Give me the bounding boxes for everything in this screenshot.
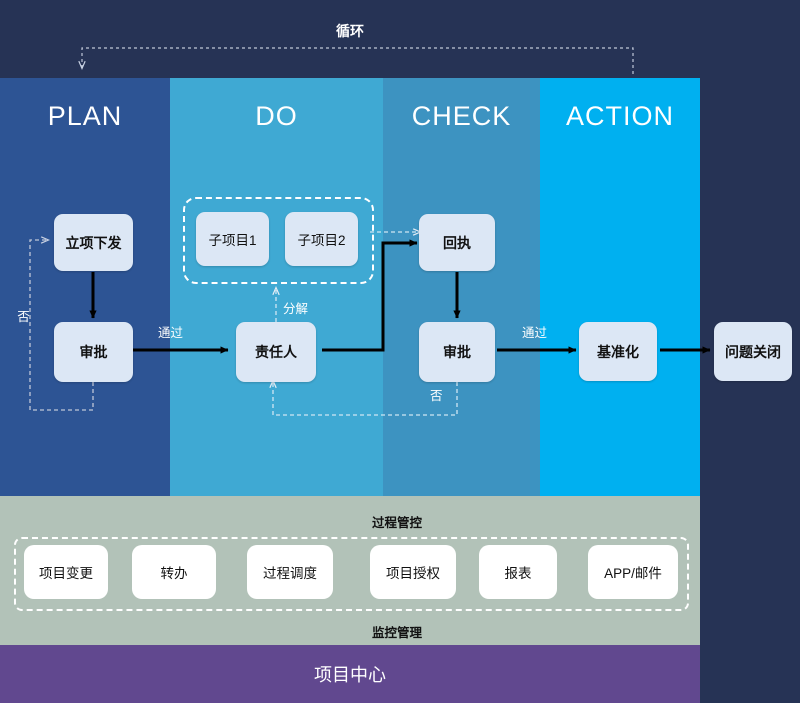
node-initiate[interactable]: 立项下发 [54,214,133,271]
node-baseline[interactable]: 基准化 [579,322,657,381]
management-item-2[interactable]: 过程调度 [247,545,333,599]
edge-owner-to-receipt [322,239,418,352]
node-owner[interactable]: 责任人 [236,322,316,382]
management-panel [0,496,700,645]
edge-label-check-no: 否 [430,389,443,403]
column-plan [0,78,170,496]
management-item-4[interactable]: 报表 [479,545,557,599]
edge-label-check-pass: 通过 [522,326,548,340]
cycle-arrow [82,47,634,74]
node-subproject-1[interactable]: 子项目1 [196,212,269,266]
column-action [540,78,700,496]
edge-approve2-no-loop [273,381,458,416]
node-receipt[interactable]: 回执 [419,214,495,271]
edge-label-plan-no: 否 [15,310,29,323]
edge-label-plan-pass: 通过 [158,326,184,340]
node-issue-closed[interactable]: 问题关闭 [714,322,792,381]
column-title-do: DO [255,101,298,131]
edge-approve1-no-loop [29,240,94,411]
management-item-1[interactable]: 转办 [132,545,216,599]
node-approve-plan[interactable]: 审批 [54,322,133,382]
management-item-3[interactable]: 项目授权 [370,545,456,599]
subproject-group [183,197,374,284]
footer-project-center: 项目中心 [0,645,700,703]
label-monitor-management: 监控管理 [372,626,423,640]
cycle-label: 循环 [336,23,364,39]
column-title-check: CHECK [411,101,512,131]
management-item-0[interactable]: 项目变更 [24,545,108,599]
node-subproject-2[interactable]: 子项目2 [285,212,358,266]
column-title-plan: PLAN [47,101,123,131]
node-approve-check[interactable]: 审批 [419,322,495,382]
column-check [383,78,540,496]
column-title-action: ACTION [565,101,674,131]
label-process-control: 过程管控 [372,516,423,530]
edge-label-decompose: 分解 [283,302,309,316]
management-dashed-group [14,537,689,611]
management-item-5[interactable]: APP/邮件 [588,545,678,599]
